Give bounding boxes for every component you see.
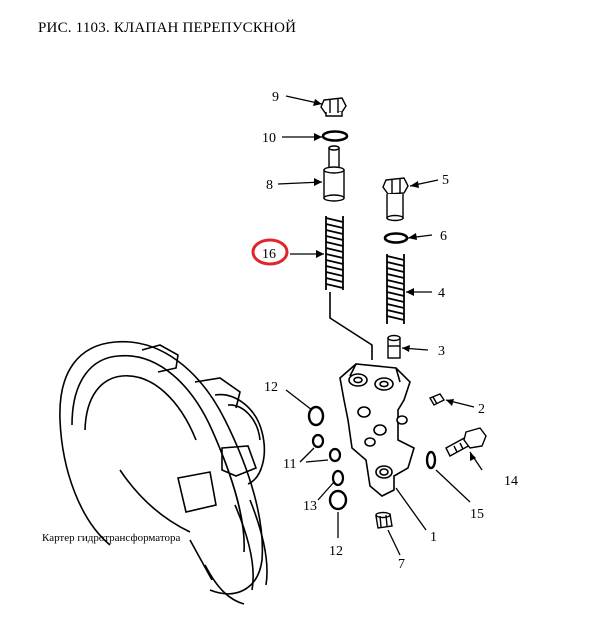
part-6-o-ring [383,232,409,244]
label-part-1: 1 [430,530,437,545]
part-labels: 9 10 8 16 5 6 4 3 2 12 11 13 12 14 15 1 … [262,90,518,572]
label-part-15: 15 [470,507,484,522]
part-12-o-ring-lower [328,489,348,511]
figure-title: РИС. 1103. КЛАПАН ПЕРЕПУСКНОЙ [38,20,297,36]
label-part-14: 14 [504,474,518,489]
leader-arrowheads [313,99,476,461]
converter-housing [59,340,268,605]
part-7-plug [375,511,393,529]
housing-caption: Картер гидротрансформатора [42,532,181,544]
part-5-plug [382,177,409,222]
part-2-plug [428,393,446,406]
part-1-valve-body [339,363,415,497]
label-part-2: 2 [478,402,485,417]
label-part-4: 4 [438,286,445,301]
label-part-11: 11 [283,457,296,472]
label-part-16: 16 [262,247,276,262]
part-9-plug [320,97,347,117]
label-part-5: 5 [442,173,449,188]
part-14-bolt [445,427,487,457]
part-16-spring [325,216,344,290]
label-part-8: 8 [266,178,273,193]
part-10-o-ring [321,130,349,142]
label-part-9: 9 [272,90,279,105]
label-part-6: 6 [440,229,447,244]
part-4-spring [386,254,405,324]
part-13-o-ring [331,469,345,487]
assembly-guide-line [329,292,373,360]
part-3-valve [387,334,401,359]
part-12-o-ring-upper [307,405,325,427]
label-part-12-upper: 12 [264,380,278,395]
leader-lines [277,95,483,556]
label-part-7: 7 [398,557,405,572]
label-part-12-lower: 12 [329,544,343,559]
label-part-3: 3 [438,344,445,359]
part-15-washer [425,450,437,470]
label-part-13: 13 [303,499,317,514]
highlight-circle-part-16 [251,238,289,266]
label-part-10: 10 [262,131,276,146]
part-11-o-rings [311,433,342,463]
part-8-valve [323,145,345,202]
